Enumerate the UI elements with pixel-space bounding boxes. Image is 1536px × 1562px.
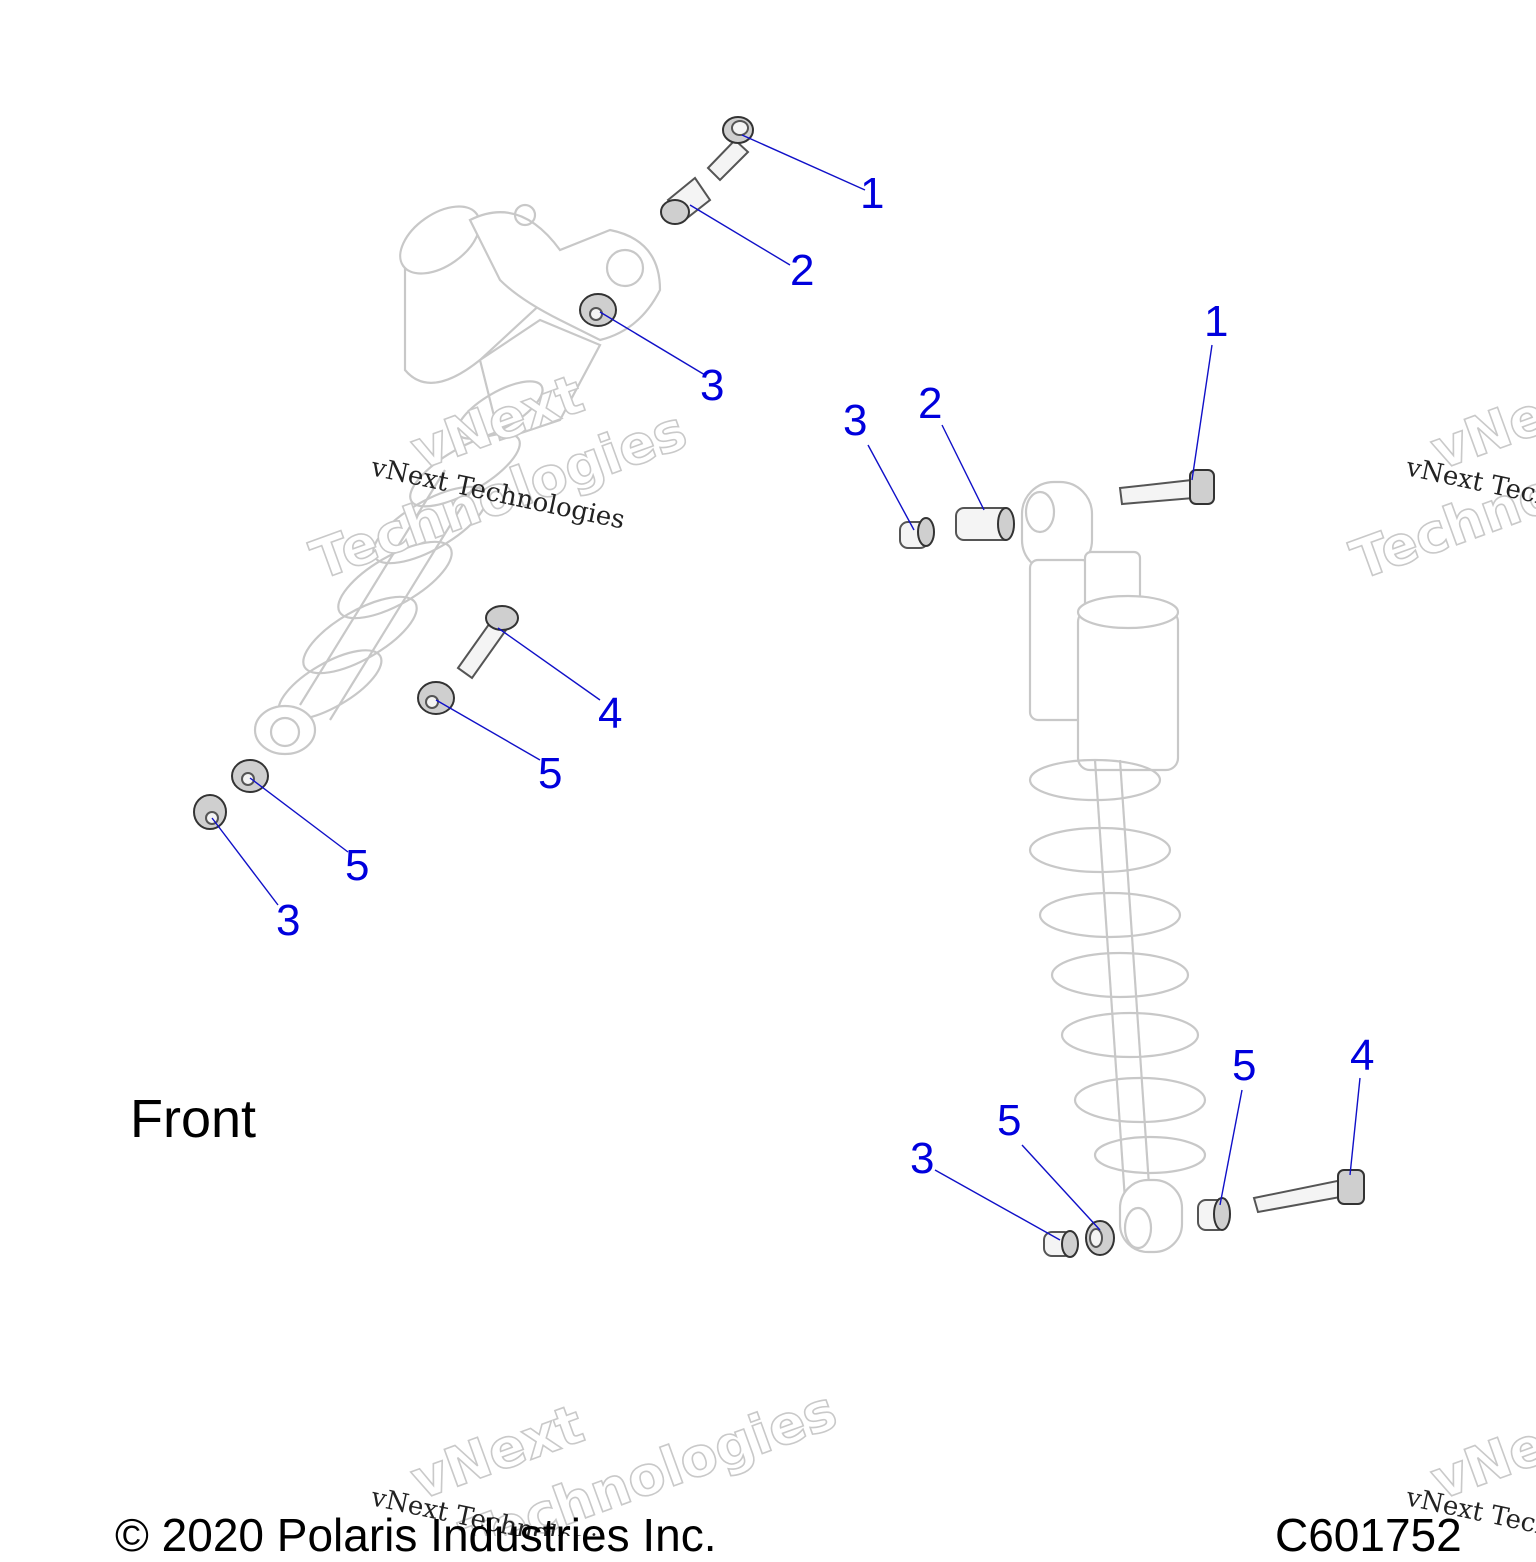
callout-front-5-a: 5	[538, 749, 562, 798]
drawing-number: C601752	[1275, 1509, 1462, 1561]
front-bolt-upper	[706, 116, 754, 182]
watermark-center: vNext Technologies vNext Technologies	[302, 361, 695, 593]
callout-side-2: 2	[918, 379, 942, 428]
callout-side-3-upper: 3	[843, 396, 867, 445]
side-bolt-upper	[1118, 469, 1215, 506]
callout-front-3-upper: 3	[700, 361, 724, 410]
callout-side-5-b: 5	[1232, 1041, 1256, 1090]
side-washer-lower-a	[1197, 1197, 1231, 1231]
front-view-label: Front	[130, 1089, 257, 1149]
side-bushing-lower	[1043, 1230, 1079, 1258]
callout-side-3-lower: 3	[910, 1134, 934, 1183]
front-washer-lower-a	[417, 681, 455, 715]
callout-numbers: 1 2 3 4 5 5 3 1 2 3 3 5 5 4	[276, 169, 1374, 1183]
front-bolt-lower	[456, 605, 519, 680]
side-spacer-upper	[955, 507, 1015, 541]
callout-front-5-b: 5	[345, 841, 369, 890]
front-bushing-lower	[193, 794, 227, 830]
callout-front-1: 1	[860, 169, 884, 218]
front-bushing-upper	[579, 293, 617, 327]
side-bolt-lower	[1252, 1169, 1365, 1214]
copyright-notice: © 2020 Polaris Industries Inc.	[115, 1509, 717, 1561]
watermark-right: vNext Technologies vNext Technologies	[1342, 361, 1536, 593]
callout-front-4: 4	[598, 689, 622, 738]
callout-side-1: 1	[1204, 297, 1228, 346]
callout-front-3-lower: 3	[276, 896, 300, 945]
callout-front-2: 2	[790, 246, 814, 295]
side-washer-lower-b	[1085, 1220, 1115, 1256]
side-shock-ghost	[1020, 480, 1207, 1254]
callout-side-4: 4	[1350, 1031, 1374, 1080]
callout-leaders	[211, 134, 1361, 1241]
callout-side-5-a: 5	[997, 1096, 1021, 1145]
front-spacer-upper	[660, 176, 712, 225]
side-bushing-upper	[899, 517, 935, 549]
